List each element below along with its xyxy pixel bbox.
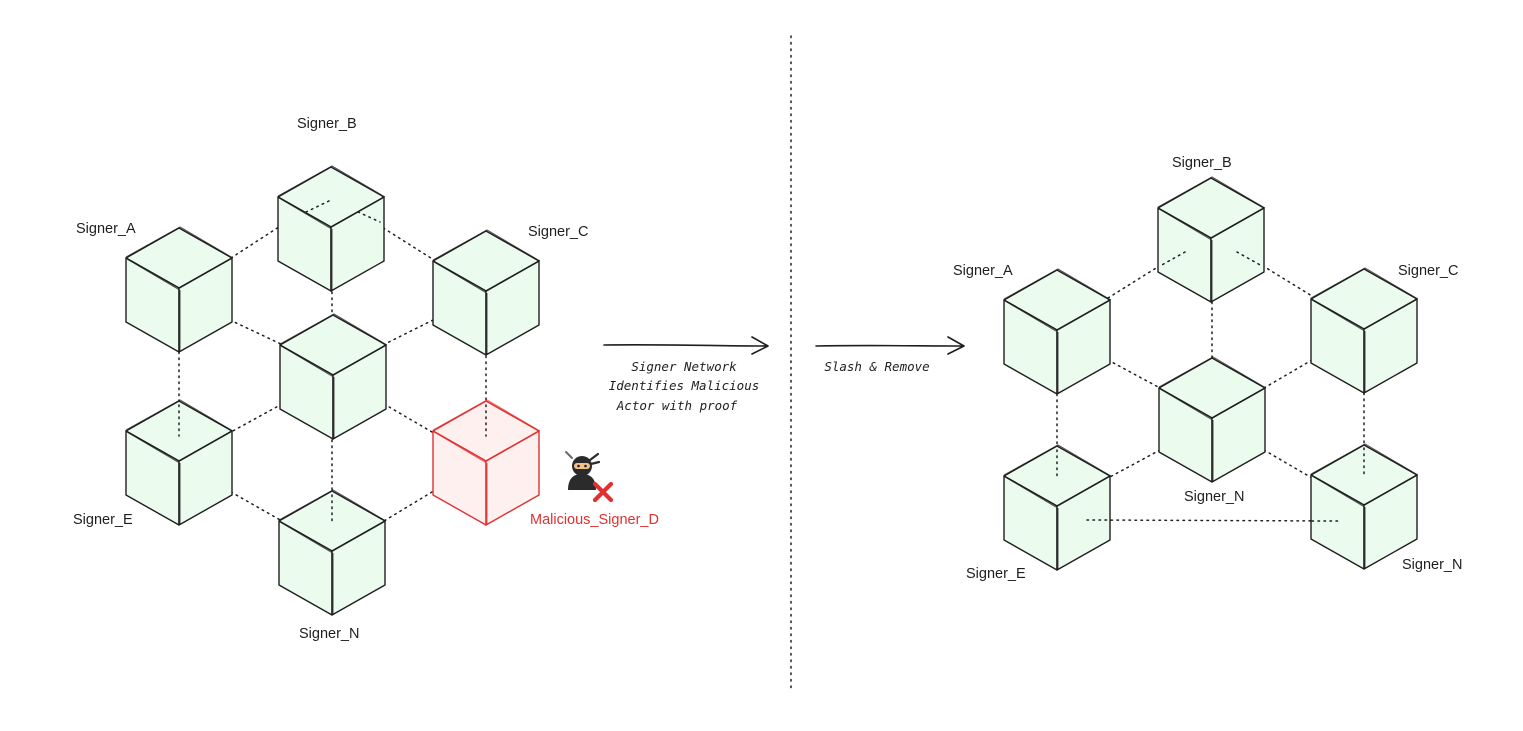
hidden-b-2 [357,211,381,223]
red-x-icon [592,481,614,503]
cube-sketch-stroke [1003,444,1112,569]
after-network: Signer_A Signer_B Signer_C Signer_N Sign… [953,155,1462,582]
cube-sketch-stroke [125,226,234,351]
after-cube-signer-a [1003,268,1112,395]
identify-line-3: Actor with proof [616,398,738,413]
cube-signer-c [432,229,541,356]
cube-signer-n [278,489,387,616]
after-cube-signer-c [1310,267,1419,394]
label-signer-n: Signer_N [299,626,359,642]
link-e-n [230,491,283,522]
link-mid-e [230,403,283,433]
cube-sketch-stroke [1157,176,1266,301]
link-d-n [383,491,433,522]
after-cube-signer-n-center [1158,356,1267,483]
link-c-mid [382,319,434,346]
network-cubes [125,165,1419,616]
transition-slash: Slash & Remove [815,336,965,374]
identify-line-2: Identifies Malicious [609,378,760,393]
hidden-b-1 [305,199,332,213]
cube-center [279,313,388,440]
after-link-e-n [1086,519,1339,522]
cube-sketch-stroke [432,229,541,354]
cube-sketch-stroke [125,399,234,524]
after-cube-signer-n [1310,443,1419,570]
label-after-signer-e: Signer_E [966,566,1026,582]
label-after-signer-n-center: Signer_N [1184,489,1244,505]
slash-remove-label: Slash & Remove [824,359,929,374]
after-hidden-b-2 [1236,251,1263,267]
cube-sketch-stroke [1003,268,1112,393]
cube-sketch-stroke [1158,356,1267,481]
after-hidden-b-1 [1159,251,1186,267]
label-after-signer-b: Signer_B [1172,155,1232,171]
cube-sketch-stroke [279,313,388,438]
link-mid-d [383,403,433,433]
arrow-identify [603,336,769,355]
cube-sketch-stroke [1310,267,1419,392]
before-network: Signer_A Signer_B Signer_C Signer_E Sign… [73,116,659,642]
cube-signer-a [125,226,234,353]
cube-sketch-stroke [277,165,386,290]
ninja-icon [565,451,601,490]
after-link-mid-e [1107,449,1161,479]
transition-identify: Signer Network Identifies Malicious Acto… [603,336,769,413]
label-malicious-signer-d: Malicious_Signer_D [530,512,659,528]
label-signer-b: Signer_B [297,116,357,132]
arrow-slash-remove [815,336,965,355]
cube-sketch-stroke [1310,443,1419,568]
label-signer-c: Signer_C [528,224,588,240]
cube-signer-b [277,165,386,292]
cube-sketch-stroke [432,399,541,524]
label-after-signer-c: Signer_C [1398,263,1458,279]
after-link-a-mid [1107,359,1161,389]
after-cube-signer-b [1157,176,1266,303]
label-signer-a: Signer_A [76,221,136,237]
cube-sketch-stroke [278,489,387,614]
after-link-mid-n [1263,449,1313,479]
link-a-mid [229,319,284,346]
after-link-b-c [1236,249,1313,297]
label-after-signer-a: Signer_A [953,263,1013,279]
label-signer-e: Signer_E [73,512,133,528]
label-after-signer-n: Signer_N [1402,557,1462,573]
after-link-c-mid [1263,359,1313,389]
identify-line-1: Signer Network [631,359,737,374]
